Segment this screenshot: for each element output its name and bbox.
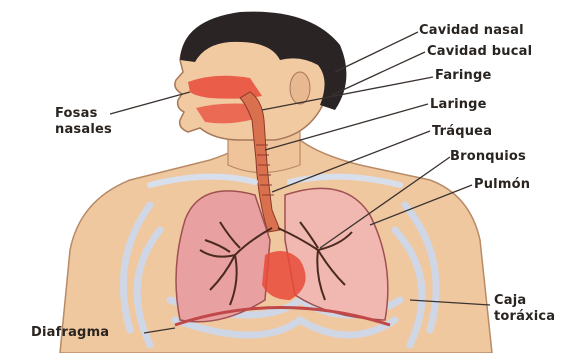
label-toraxica: toráxica xyxy=(494,309,555,324)
label-caja: Caja xyxy=(494,293,526,308)
ear xyxy=(290,72,310,104)
label-cavidad-nasal: Cavidad nasal xyxy=(419,23,524,38)
label-laringe: Laringe xyxy=(430,97,487,112)
label-diafragma: Diafragma xyxy=(31,325,109,340)
label-traquea: Tráquea xyxy=(432,124,492,139)
label-fosas: Fosas xyxy=(55,106,98,121)
label-cavidad-bucal: Cavidad bucal xyxy=(427,44,532,59)
label-pulmon: Pulmón xyxy=(474,177,530,192)
label-nasales: nasales xyxy=(55,122,112,137)
label-faringe: Faringe xyxy=(435,68,492,83)
label-bronquios: Bronquios xyxy=(450,149,526,164)
